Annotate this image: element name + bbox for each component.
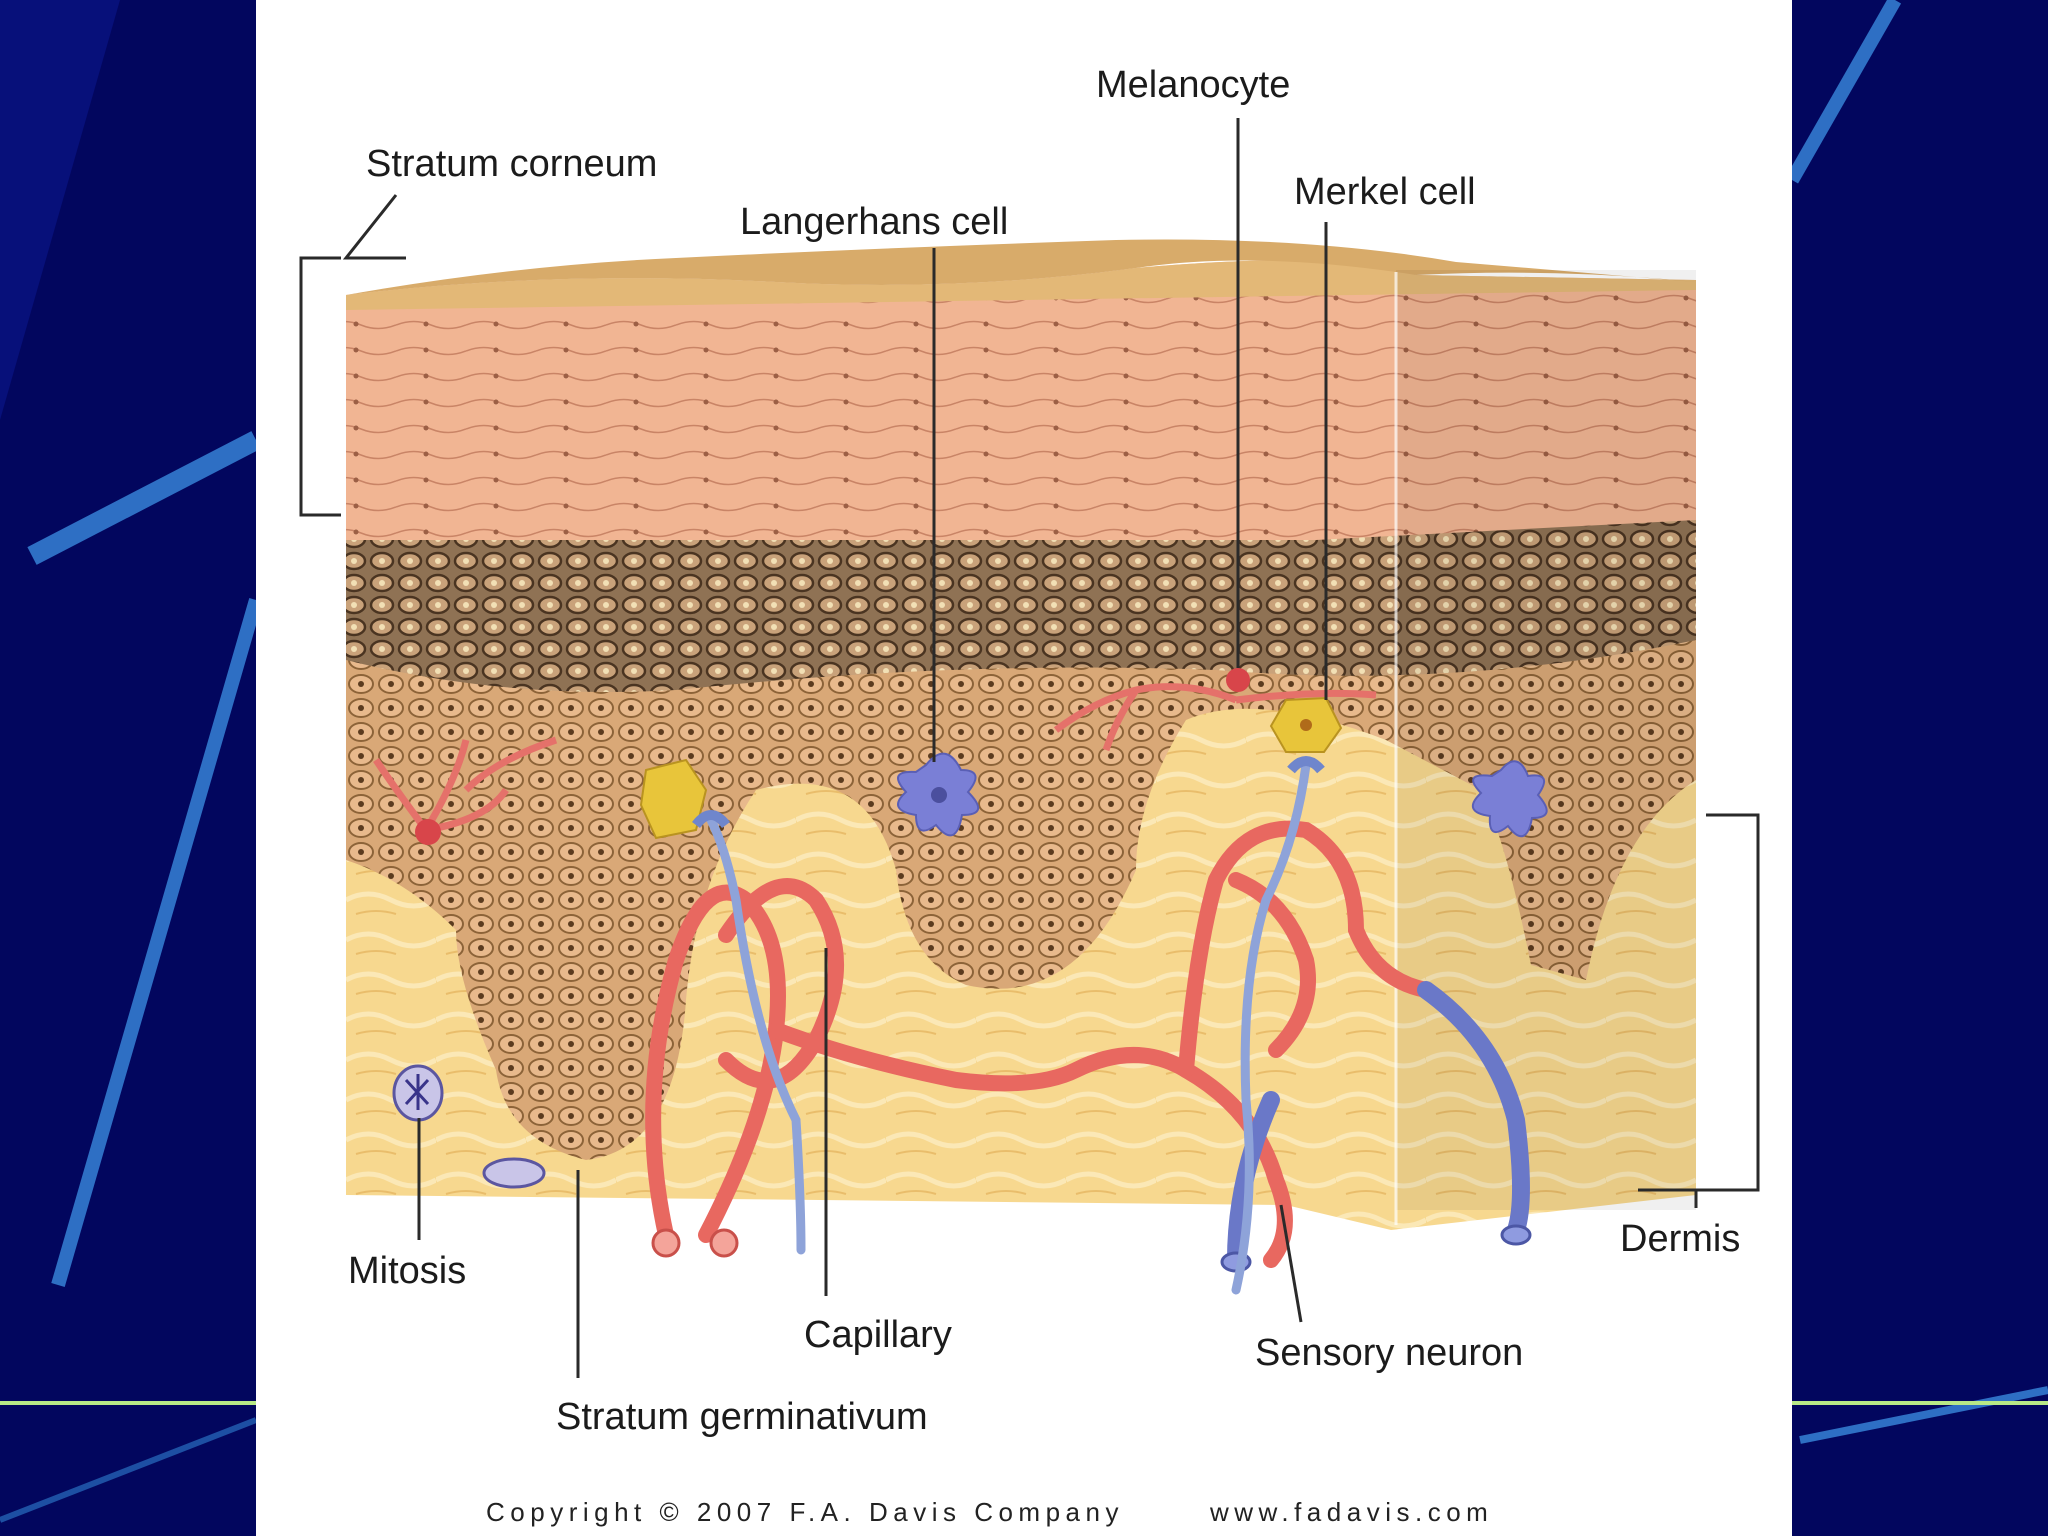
- left-accent-stripe-2: [27, 431, 261, 565]
- sensory-neuron-leader: [1279, 1204, 1303, 1323]
- label-merkel-cell: Merkel cell: [1294, 171, 1476, 213]
- label-dermis: Dermis: [1620, 1218, 1741, 1260]
- capillary-end-1: [651, 1228, 681, 1258]
- right-accent-stripe: [1785, 0, 1902, 184]
- right-accent-stripe-2: [1799, 1386, 2048, 1444]
- label-sensory-neuron: Sensory neuron: [1255, 1332, 1524, 1374]
- label-melanocyte: Melanocyte: [1096, 64, 1291, 106]
- copyright-notice: Copyright © 2007 F.A. Davis Company: [486, 1497, 1124, 1527]
- melanocyte-dendrites: [1053, 683, 1377, 752]
- stratum-corneum-bracket: [299, 256, 341, 517]
- stratum-corneum-leader: [342, 194, 406, 260]
- melanocyte-cell-body: [1226, 668, 1250, 692]
- left-accent-stripe-4: [0, 1417, 258, 1523]
- label-langerhans-cell: Langerhans cell: [740, 201, 1009, 243]
- mitosis-chromosomes: [404, 1074, 430, 1110]
- cut-face-shading: [1396, 270, 1696, 1210]
- capillary-end-2: [709, 1228, 739, 1258]
- merkel-cell-left: [639, 758, 708, 840]
- label-capillary: Capillary: [804, 1314, 952, 1356]
- nerve-ending-right: [1287, 756, 1325, 774]
- langerhans-cell-right: [1471, 760, 1548, 838]
- capillary-loops-left: [645, 878, 1293, 1268]
- stratum-corneum-layer: [346, 260, 1696, 540]
- left-accent-stripe-3: [51, 598, 263, 1287]
- figure-panel: Stratum corneum Langerhans cell Melanocy…: [256, 0, 1792, 1536]
- label-mitosis: Mitosis: [348, 1250, 467, 1292]
- mitosis-cell-2: [482, 1157, 546, 1189]
- skin-surface: [346, 260, 1696, 310]
- langerhans-nucleus: [931, 787, 947, 803]
- skin-cross-section-diagram: [299, 118, 1760, 1378]
- melanocyte-dendrites-left: [373, 736, 558, 834]
- publisher-url: www.fadavis.com: [1209, 1497, 1494, 1527]
- copyright-line: Copyright © 2007 F.A. Davis Company www.f…: [486, 1497, 1493, 1528]
- dermis-bracket: [1638, 813, 1760, 1192]
- melanocyte-cell-left: [415, 819, 441, 845]
- leader-lines: [299, 118, 1760, 1378]
- label-stratum-corneum: Stratum corneum: [366, 143, 658, 185]
- merkel-nucleus: [1300, 719, 1312, 731]
- sensory-nerves: [706, 760, 1311, 1295]
- nerve-ending-left: [692, 810, 730, 829]
- vein-end-2: [1500, 1224, 1532, 1246]
- left-accent-stripe: [0, 0, 120, 420]
- top-surface-plane: [346, 239, 1696, 295]
- label-stratum-germinativum: Stratum germinativum: [556, 1396, 928, 1438]
- stratum-granulosum: [346, 520, 1696, 692]
